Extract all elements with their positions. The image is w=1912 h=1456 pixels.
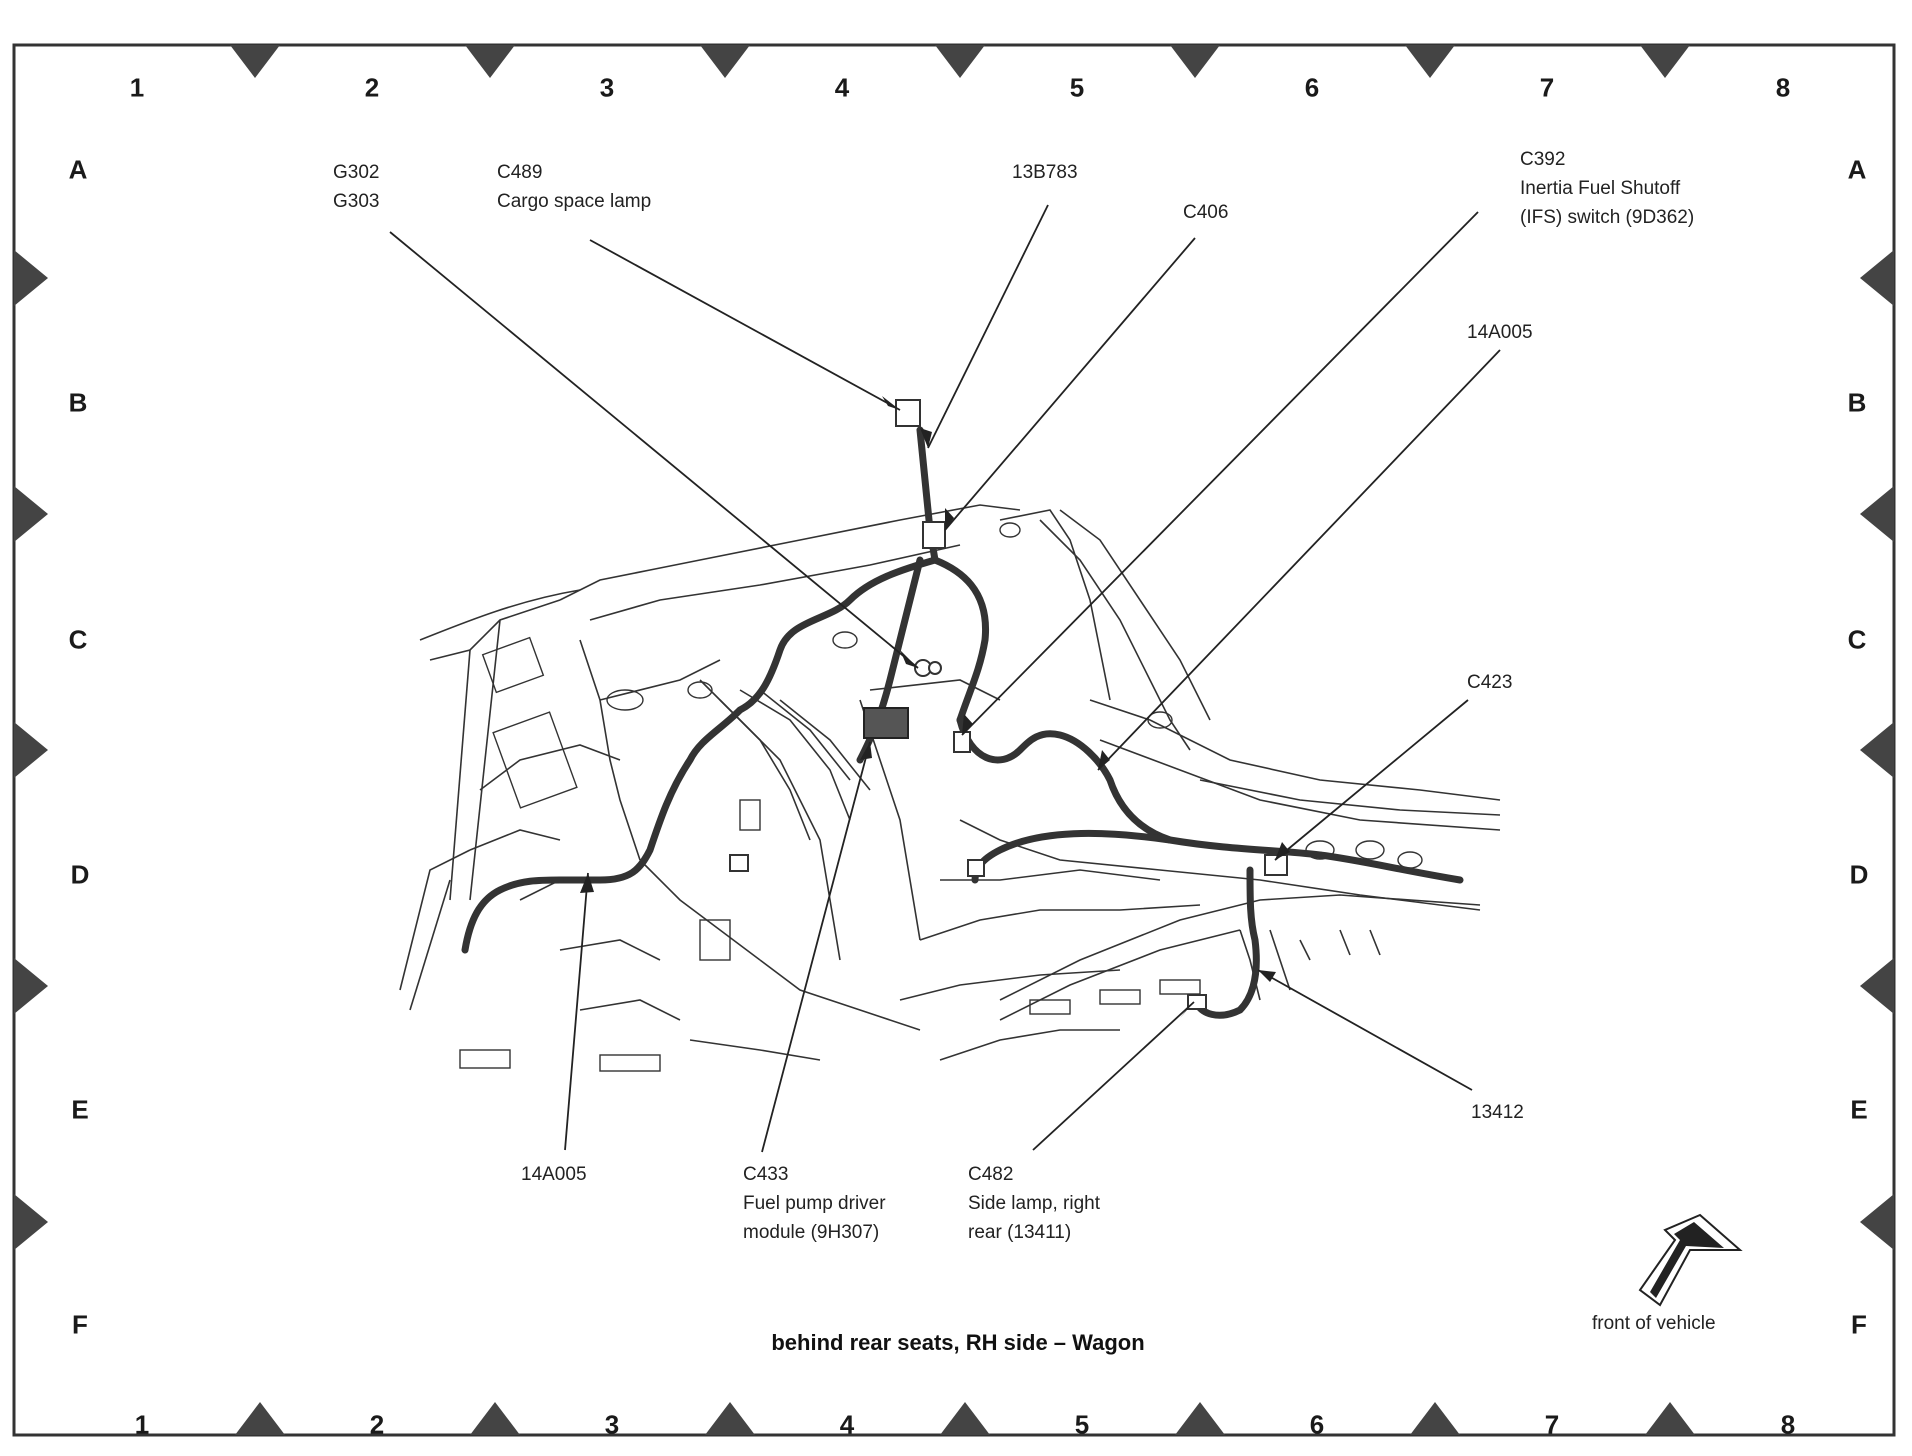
c482-connector: [1187, 994, 1207, 1010]
callout-c482-text: C482: [968, 1164, 1014, 1185]
callout-c406-text: C406: [1183, 202, 1229, 223]
callout-c482-desc-1: Side lamp, right: [968, 1193, 1101, 1214]
grid-col-bottom-3: 3: [604, 1409, 620, 1440]
callout-13b783: 13B783: [1012, 158, 1078, 187]
front-of-vehicle-label: front of vehicle: [1592, 1313, 1716, 1334]
front-of-vehicle-arrow: [1638, 1213, 1743, 1307]
harness-clip: [967, 859, 985, 877]
grid-row-left-c: C: [68, 624, 88, 655]
connectors: [729, 399, 1288, 1010]
grid-col-top-6: 6: [1304, 72, 1320, 103]
leader-c392: [961, 211, 1479, 736]
grid-col-top-7: 7: [1539, 72, 1555, 103]
grid-row-left-d: D: [70, 859, 90, 890]
callout-13412: 13412: [1471, 1098, 1524, 1127]
grid-col-top-3: 3: [599, 72, 615, 103]
grid-row-right-a: A: [1847, 154, 1867, 185]
leader-14a005-bottom: [564, 872, 589, 1151]
leader-c433: [761, 741, 871, 1153]
callout-c423: C423: [1467, 668, 1512, 697]
c489-connector: [895, 399, 921, 427]
callout-g303-text: G303: [333, 191, 380, 212]
callout-c489-text: C489: [497, 162, 543, 183]
grid-col-top-8: 8: [1775, 72, 1791, 103]
bottom-grid-markers: [235, 1402, 1695, 1435]
leader-13b783: [927, 204, 1049, 449]
grid-col-top-4: 4: [834, 72, 850, 103]
c406-connector: [922, 521, 946, 549]
right-grid-markers: [1860, 250, 1894, 1250]
callout-14a005-top-text: 14A005: [1467, 322, 1533, 343]
grid-col-top-1: 1: [129, 72, 145, 103]
callout-14a005-top: 14A005: [1467, 318, 1533, 347]
leader-c423: [1274, 699, 1469, 861]
grid-row-right-b: B: [1847, 387, 1867, 418]
diagram-caption: behind rear seats, RH side – Wagon: [771, 1330, 1145, 1355]
callout-c489-desc: Cargo space lamp: [497, 191, 652, 212]
fuel-pump-driver-module: [863, 707, 909, 739]
grid-row-left-a: A: [68, 154, 88, 185]
grid-col-top-2: 2: [364, 72, 380, 103]
callout-c489: C489 Cargo space lamp: [497, 158, 651, 216]
leader-g302: [389, 231, 919, 669]
callout-13412-text: 13412: [1471, 1102, 1524, 1123]
grid-col-bottom-7: 7: [1544, 1409, 1560, 1440]
callout-c406: C406: [1183, 198, 1228, 227]
callout-13b783-text: 13B783: [1012, 162, 1078, 183]
grid-col-bottom-6: 6: [1309, 1409, 1325, 1440]
grid-col-bottom-4: 4: [839, 1409, 855, 1440]
grid-col-top-5: 5: [1069, 72, 1085, 103]
callout-c433-desc-1: Fuel pump driver: [743, 1193, 886, 1214]
g303-ground: [928, 661, 942, 675]
vehicle-body-outline: [399, 504, 1501, 1061]
vehicle-body-details: [459, 522, 1423, 1072]
callout-c433: C433 Fuel pump driver module (9H307): [743, 1160, 886, 1247]
callout-c392: C392 Inertia Fuel Shutoff (IFS) switch (…: [1520, 145, 1694, 232]
leader-c482: [1032, 1001, 1195, 1151]
callout-c433-text: C433: [743, 1164, 789, 1185]
grid-col-bottom-1: 1: [134, 1409, 150, 1440]
grid-row-right-f: F: [1851, 1309, 1867, 1340]
leader-13412: [1257, 969, 1473, 1091]
harness-clip-2: [729, 854, 749, 872]
callout-g302-text: G302: [333, 162, 380, 183]
callout-c433-desc-2: module (9H307): [743, 1222, 880, 1243]
grid-col-bottom-5: 5: [1074, 1409, 1090, 1440]
grid-row-right-c: C: [1847, 624, 1867, 655]
callout-g302-g303: G302 G303: [333, 158, 379, 216]
callout-c423-text: C423: [1467, 672, 1513, 693]
left-grid-markers: [14, 250, 48, 1250]
leader-lines: [389, 204, 1501, 1153]
callout-c482: C482 Side lamp, right rear (13411): [968, 1160, 1100, 1247]
callout-c482-desc-2: rear (13411): [968, 1222, 1072, 1243]
top-grid-markers: [230, 45, 1690, 78]
grid-row-right-e: E: [1850, 1094, 1868, 1125]
leader-c489: [589, 239, 901, 411]
grid-col-bottom-2: 2: [369, 1409, 385, 1440]
leader-arrowheads: [580, 396, 1290, 1018]
callout-c392-desc-2: (IFS) switch (9D362): [1520, 207, 1695, 228]
callout-14a005-bottom-text: 14A005: [521, 1164, 587, 1185]
grid-row-left-b: B: [68, 387, 88, 418]
leader-14a005-top: [1097, 349, 1501, 771]
grid-row-left-e: E: [71, 1094, 89, 1125]
grid-row-left-f: F: [72, 1309, 88, 1340]
callout-14a005-bottom: 14A005: [521, 1160, 587, 1189]
callout-c392-desc-1: Inertia Fuel Shutoff: [1520, 178, 1681, 199]
c423-connector: [1264, 854, 1288, 876]
grid-row-right-d: D: [1849, 859, 1869, 890]
c392-connector: [953, 731, 971, 753]
callout-c392-text: C392: [1520, 149, 1566, 170]
leader-c406: [944, 237, 1196, 531]
wiring-harness: [461, 426, 1464, 1019]
grid-col-bottom-8: 8: [1780, 1409, 1796, 1440]
